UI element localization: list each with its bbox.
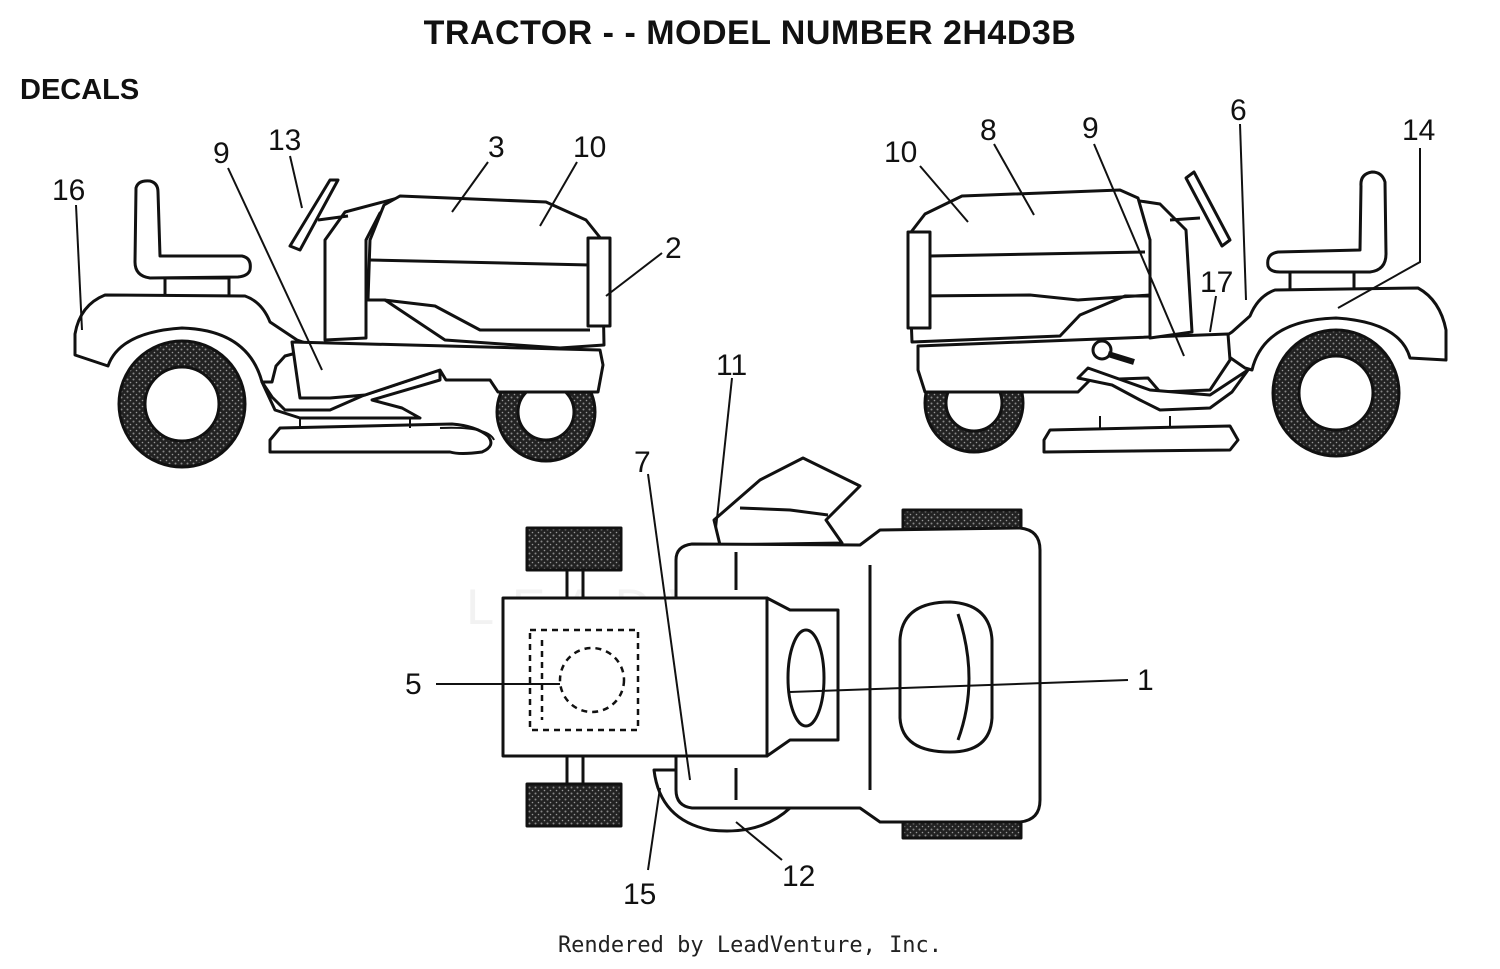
page-title: TRACTOR - - MODEL NUMBER 2H4D3B	[423, 14, 1077, 52]
callout-11: 11	[716, 349, 747, 382]
callout-5: 5	[405, 668, 422, 701]
steering-wheel-right	[1184, 170, 1232, 248]
callout-9: 9	[213, 137, 230, 170]
tractor-top-view	[501, 456, 1042, 840]
callout-13: 13	[268, 124, 301, 157]
mower-deck	[268, 422, 493, 455]
rear-fender	[73, 293, 322, 384]
section-label: DECALS	[20, 74, 140, 106]
front-tire-bottom	[525, 782, 623, 828]
tractor-left-view	[73, 178, 612, 469]
callout-10: 10	[573, 131, 606, 164]
hood-right	[906, 188, 1152, 344]
callout-6: 6	[1230, 94, 1247, 127]
callout-14: 14	[1402, 114, 1435, 147]
mower-deck-right	[1042, 424, 1240, 454]
hood	[366, 194, 606, 350]
callout-2: 2	[665, 232, 682, 265]
grille	[586, 236, 612, 328]
callout-15: 15	[623, 878, 656, 911]
callout-1: 1	[1137, 664, 1154, 697]
steering-wheel	[288, 178, 340, 252]
seat	[133, 179, 252, 280]
callout-3: 3	[488, 131, 505, 164]
callout-17: 17	[1200, 266, 1233, 299]
steering-top	[786, 628, 826, 728]
seat-top	[898, 600, 994, 754]
callout-9-right: 9	[1082, 112, 1099, 145]
callout-10-right: 10	[884, 136, 917, 169]
footer-credit: Rendered by LeadVenture, Inc.	[557, 933, 943, 958]
callout-7: 7	[634, 446, 651, 479]
tractor-right-view	[906, 170, 1448, 458]
seat-right	[1266, 170, 1388, 274]
callouts: 16 9 13 3 10 2 10 8 9 6 14 17 11 7 5 1 1…	[52, 94, 1435, 911]
callout-8: 8	[980, 114, 997, 147]
rear-fender-right	[1210, 286, 1448, 372]
leader-lines	[75, 123, 1421, 871]
callout-12: 12	[782, 860, 815, 893]
grille-right	[906, 230, 932, 330]
callout-16: 16	[52, 174, 85, 207]
front-tire-top	[525, 526, 623, 572]
discharge-chute	[712, 456, 862, 547]
